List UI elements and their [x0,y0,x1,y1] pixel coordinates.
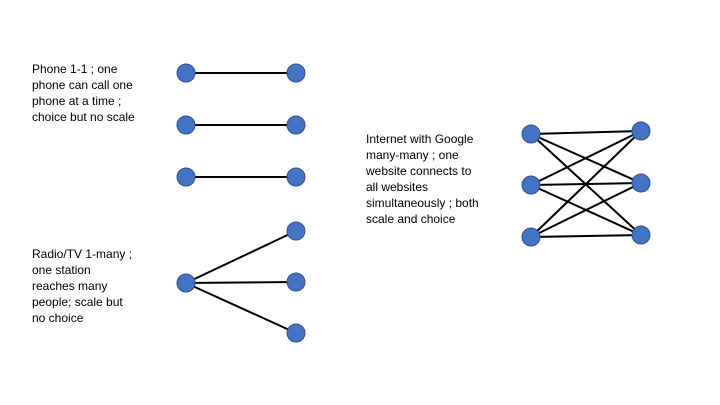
edge-il3-ir3 [530,234,642,238]
radio-caption: Radio/TV 1-many ; one station reaches ma… [32,247,133,325]
node-rs [176,273,196,293]
node-p1r [286,63,306,83]
edge-rs-r3 [185,282,297,334]
node-ir3 [631,225,651,245]
node-r2 [286,272,306,292]
node-il3 [521,227,541,247]
node-p2r [286,115,306,135]
node-il1 [521,124,541,144]
node-p2l [176,115,196,135]
edges-layer [185,72,642,334]
internet-caption: Internet with Google many-many ; one web… [366,132,479,226]
node-il2 [521,175,541,195]
node-p1l [176,63,196,83]
phone-caption: Phone 1-1 ; one phone can call one phone… [32,62,135,124]
edge-il1-ir1 [530,130,642,135]
node-p3l [176,167,196,187]
edge-il2-ir1 [530,130,642,186]
edge-il3-ir2 [530,182,642,238]
edge-rs-r2 [185,281,297,284]
edge-il3-ir1 [530,130,642,238]
node-r1 [286,221,306,241]
node-r3 [286,323,306,343]
nodes-layer [176,63,651,343]
node-p3r [286,167,306,187]
edge-rs-r1 [185,230,297,284]
node-ir1 [631,121,651,141]
node-ir2 [631,173,651,193]
